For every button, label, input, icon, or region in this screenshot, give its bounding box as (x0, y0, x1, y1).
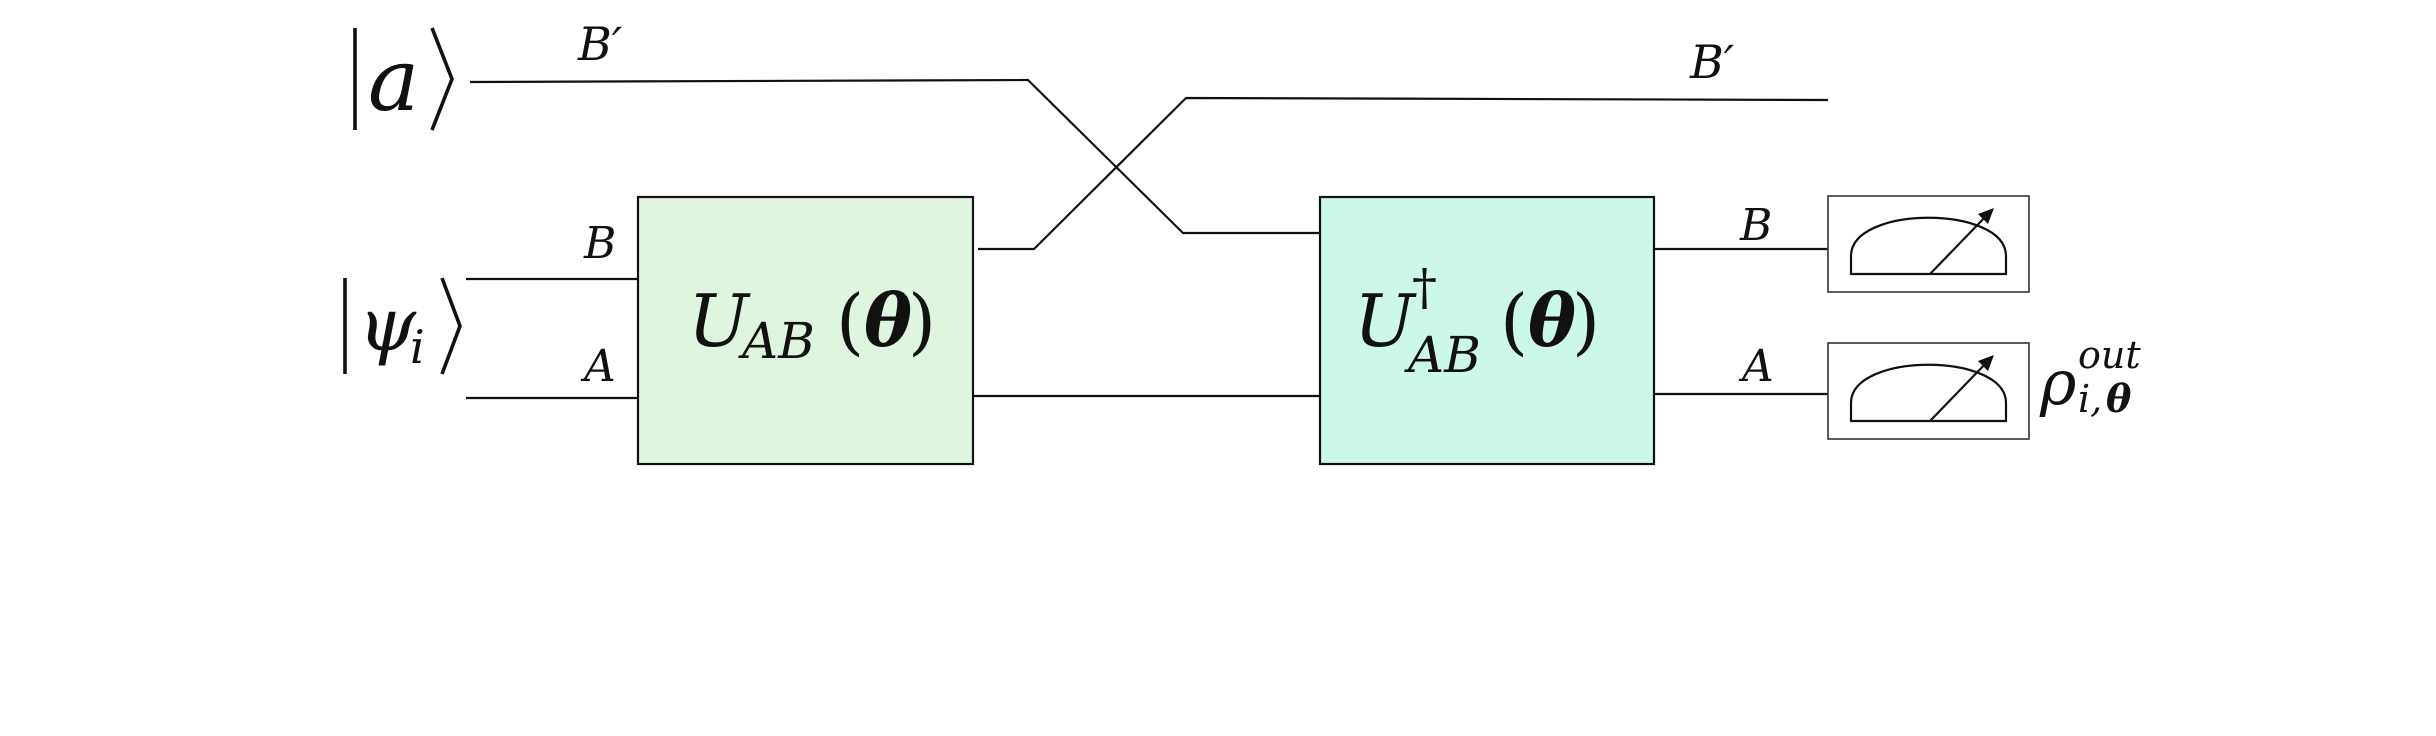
gate-right-superscript: † (1412, 258, 1437, 316)
wire-ancilla-crossing (469, 78, 1320, 235)
ket-psi-angle (440, 277, 462, 375)
label-a-right: A (1738, 341, 1774, 392)
meter-a-box (1827, 342, 2030, 440)
gate-left-argument: θ (864, 278, 912, 363)
output-rho-label: ρ out i, θ (2039, 333, 2141, 421)
label-b-left: B (583, 218, 616, 269)
output-rho-symbol: ρ (2039, 346, 2076, 419)
gate-left-paren-open: ( (836, 279, 864, 363)
output-rho-superscript: out (2078, 333, 2141, 377)
ket-a: a (353, 27, 454, 131)
label-a-left: A (580, 341, 616, 392)
gate-right-argument: θ (1528, 278, 1576, 363)
gate-u-ab-dagger (1318, 195, 1656, 466)
label-b-right: B (1739, 200, 1772, 251)
gate-left-subscript: AB (738, 312, 815, 370)
output-rho-subscript-i: i, (2078, 377, 2102, 421)
gate-left-paren-close: ) (908, 279, 936, 363)
wire-b-crossing-up (978, 96, 1829, 251)
ket-a-angle (430, 27, 454, 131)
ket-a-symbol: a (368, 31, 419, 131)
ket-psi: ψ i (343, 277, 462, 375)
wires (466, 78, 1829, 400)
meter-b-dial-icon (1849, 216, 2008, 276)
output-rho-subscript-theta: θ (2106, 376, 2132, 421)
meter-a (1827, 342, 2030, 440)
meter-b (1827, 195, 2030, 293)
gate-right-paren-close: ) (1572, 279, 1600, 363)
meter-b-needle-arrow-icon (1978, 208, 1994, 224)
gate-u-ab-dagger-label: U † AB ( θ ) (1354, 258, 1600, 384)
meter-a-dial-icon (1849, 363, 2008, 423)
gate-u-ab (636, 195, 975, 466)
gate-u-ab-label: U AB ( θ ) (688, 278, 936, 370)
gate-right-paren-open: ( (1500, 279, 1528, 363)
label-b-prime-left: B′ (577, 17, 623, 71)
gate-right-subscript: AB (1404, 326, 1481, 384)
ket-psi-subscript: i (410, 320, 425, 374)
meter-a-needle (1929, 358, 1991, 422)
gate-right-symbol: U (1354, 279, 1417, 363)
meter-b-needle (1929, 211, 1991, 275)
ket-psi-symbol: ψ (358, 282, 417, 368)
label-b-prime-right: B′ (1689, 35, 1735, 89)
meter-a-needle-arrow-icon (1978, 355, 1994, 371)
meter-b-box (1827, 195, 2030, 293)
gate-left-symbol: U (688, 279, 751, 363)
